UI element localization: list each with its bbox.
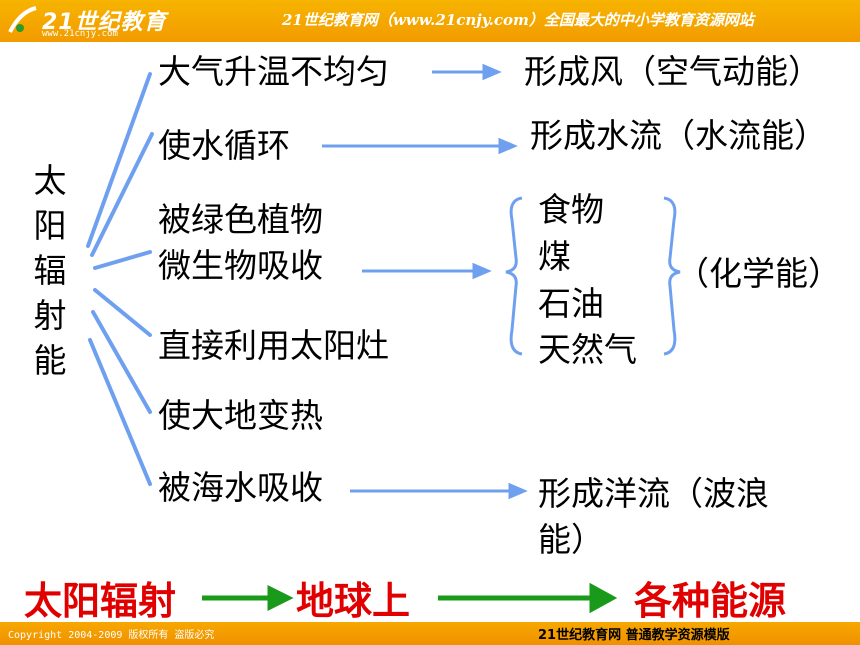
summary-1: 太阳辐射 [24,579,177,623]
branch-2: 使水循环 [158,126,290,165]
branch-5: 使大地变热 [158,396,323,435]
chem-energy: （化学能） [676,254,841,293]
branch-4: 直接利用太阳灶 [158,326,389,365]
branch-3b: 微生物吸收 [158,246,323,285]
left-title-char: 能 [33,341,67,380]
result-2: 形成水流（水流能） [530,116,827,155]
header-bar: 21世纪教育 www.21cnjy.com 21世纪教育网（www.21cnjy… [0,0,860,42]
left-brace [505,196,523,356]
fuel-item: 食物 [538,190,604,229]
left-title: 太 阳 辐 射 能 [30,158,70,383]
branch-line-1 [86,72,152,248]
left-title-char: 太 [33,161,67,200]
left-title-char: 辐 [33,251,67,290]
result-6a: 形成洋流（波浪 [538,474,769,513]
branch-3a: 被绿色植物 [158,200,323,239]
fuel-item: 石油 [538,284,604,323]
summary-3: 各种能源 [634,579,787,623]
result-6b: 能） [538,520,604,559]
branch-1: 大气升温不均匀 [158,52,389,91]
branch-line-6 [88,338,152,486]
left-title-char: 阳 [33,206,67,245]
footer-right-text: 21世纪教育网 普通教学资源模版 [538,628,730,643]
footer-bar: Copyright 2004-2009 版权所有 盗版必究 21世纪教育网 普通… [0,622,860,645]
branch-line-2 [90,132,154,257]
logo-url: www.21cnjy.com [42,29,118,39]
fuel-item: 煤 [538,237,571,276]
summary-2: 地球上 [296,579,411,623]
branch-line-4 [93,288,152,337]
right-brace [663,196,681,356]
fuel-item: 天然气 [538,330,637,369]
branch-line-5 [91,310,152,414]
logo-text: 21世纪教育 [42,10,167,35]
left-title-char: 射 [33,296,67,335]
branch-line-3 [93,250,152,270]
site-title: 21世纪教育网（www.21cnjy.com）全国最大的中小学教育资源网站 [282,11,754,29]
result-1: 形成风（空气动能） [524,52,821,91]
branch-6: 被海水吸收 [158,468,323,507]
logo-icon [8,6,37,33]
copyright-text: Copyright 2004-2009 版权所有 盗版必究 [8,630,215,641]
